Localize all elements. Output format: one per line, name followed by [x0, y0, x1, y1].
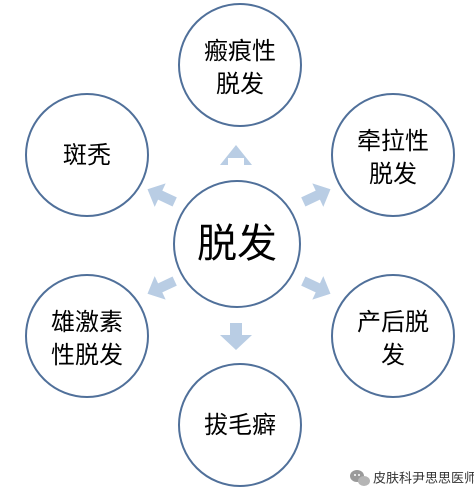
arrow-up-left — [147, 183, 177, 207]
node-circle — [331, 93, 455, 217]
node-alopecia-areata: 斑秃 — [25, 93, 149, 217]
node-label-line: 雄激素 — [51, 308, 123, 336]
node-traction-alopecia: 牵拉性 脱发 — [331, 93, 455, 217]
center-circle — [173, 180, 301, 308]
node-circle — [25, 274, 149, 398]
node-scarring-alopecia: 瘢痕性 脱发 — [178, 3, 302, 127]
node-label-line: 脱发 — [216, 70, 264, 98]
node-label-line: 瘢痕性 — [204, 37, 276, 65]
node-label-line: 发 — [381, 341, 405, 369]
node-circle — [178, 3, 302, 127]
node-circle — [178, 363, 302, 487]
center-label: 脱发 — [197, 221, 277, 267]
node-label-line: 性脱发 — [51, 341, 123, 369]
arrow-down-left — [147, 276, 177, 300]
node-label-line: 脱发 — [369, 160, 417, 188]
arrow-down — [220, 323, 252, 350]
wechat-icon — [350, 470, 370, 486]
arrow-down-right — [301, 276, 331, 300]
node-label-line: 牵拉性 — [357, 127, 429, 155]
node-postpartum-hair-loss: 产后脱 发 — [331, 274, 455, 398]
node-label-line: 产后脱 — [357, 308, 429, 336]
node-label-line: 拔毛癖 — [204, 411, 276, 439]
watermark-text: 皮肤科尹思思医师 — [373, 472, 474, 487]
node-trichotillomania: 拔毛癖 — [178, 363, 302, 487]
node-androgenetic-alopecia: 雄激素 性脱发 — [25, 274, 149, 398]
node-circle — [25, 93, 149, 217]
arrow-up-right — [301, 183, 331, 207]
watermark: 皮肤科尹思思医师 — [350, 470, 474, 487]
node-label-line: 斑秃 — [63, 141, 111, 169]
arrow-up — [220, 145, 252, 165]
node-circle — [331, 274, 455, 398]
